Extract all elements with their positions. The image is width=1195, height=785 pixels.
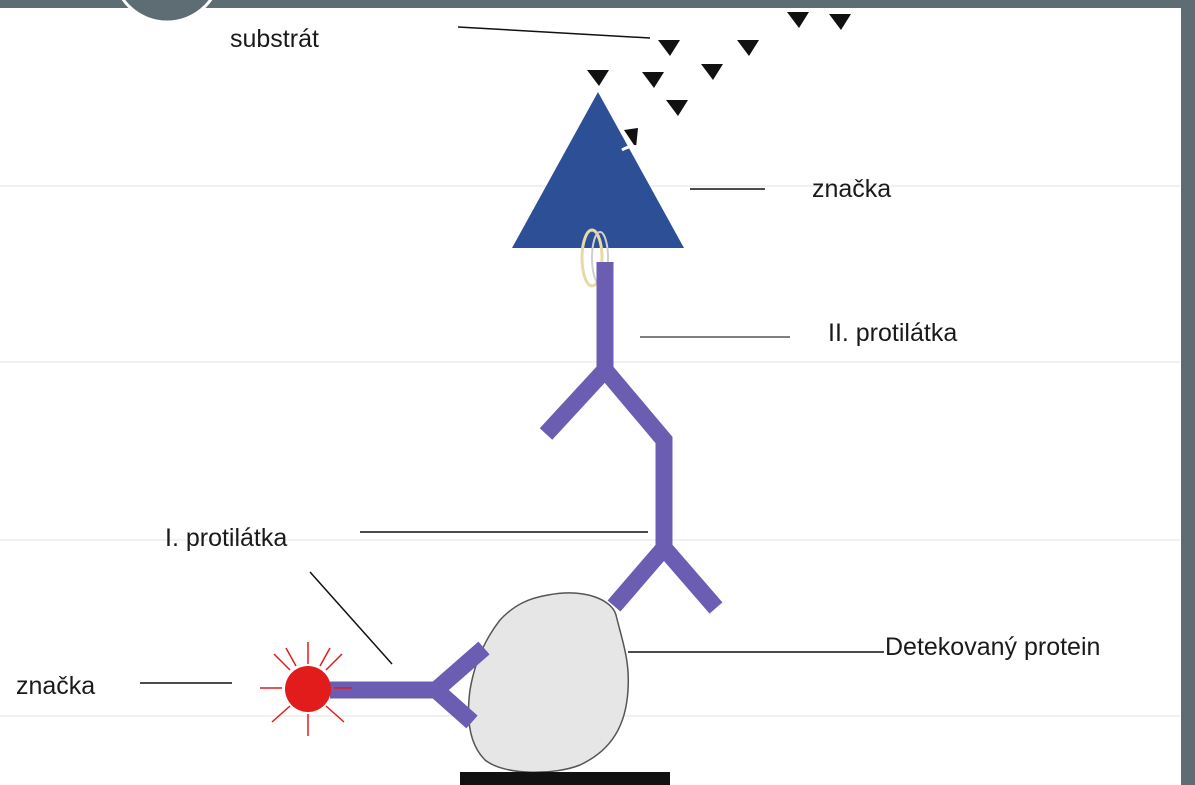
- tag-top-label: značka: [812, 175, 891, 203]
- labeled-antibody: [330, 648, 484, 722]
- substrate-molecules: [587, 12, 851, 148]
- secondary-antibody-label: II. protilátka: [828, 319, 957, 347]
- primary-antibody: [614, 548, 716, 608]
- substrate-label: substrát: [230, 25, 319, 53]
- secondary-antibody: [546, 262, 664, 548]
- detected-protein-label: Detekovaný protein: [885, 633, 1100, 661]
- protein-surface-bar: [460, 772, 670, 785]
- leader-lines: [140, 27, 884, 683]
- tag-bottom-label: značka: [16, 672, 95, 700]
- primary-antibody-label: I. protilátka: [165, 524, 287, 552]
- enzyme-tag: [512, 92, 684, 286]
- detected-protein: [469, 593, 629, 772]
